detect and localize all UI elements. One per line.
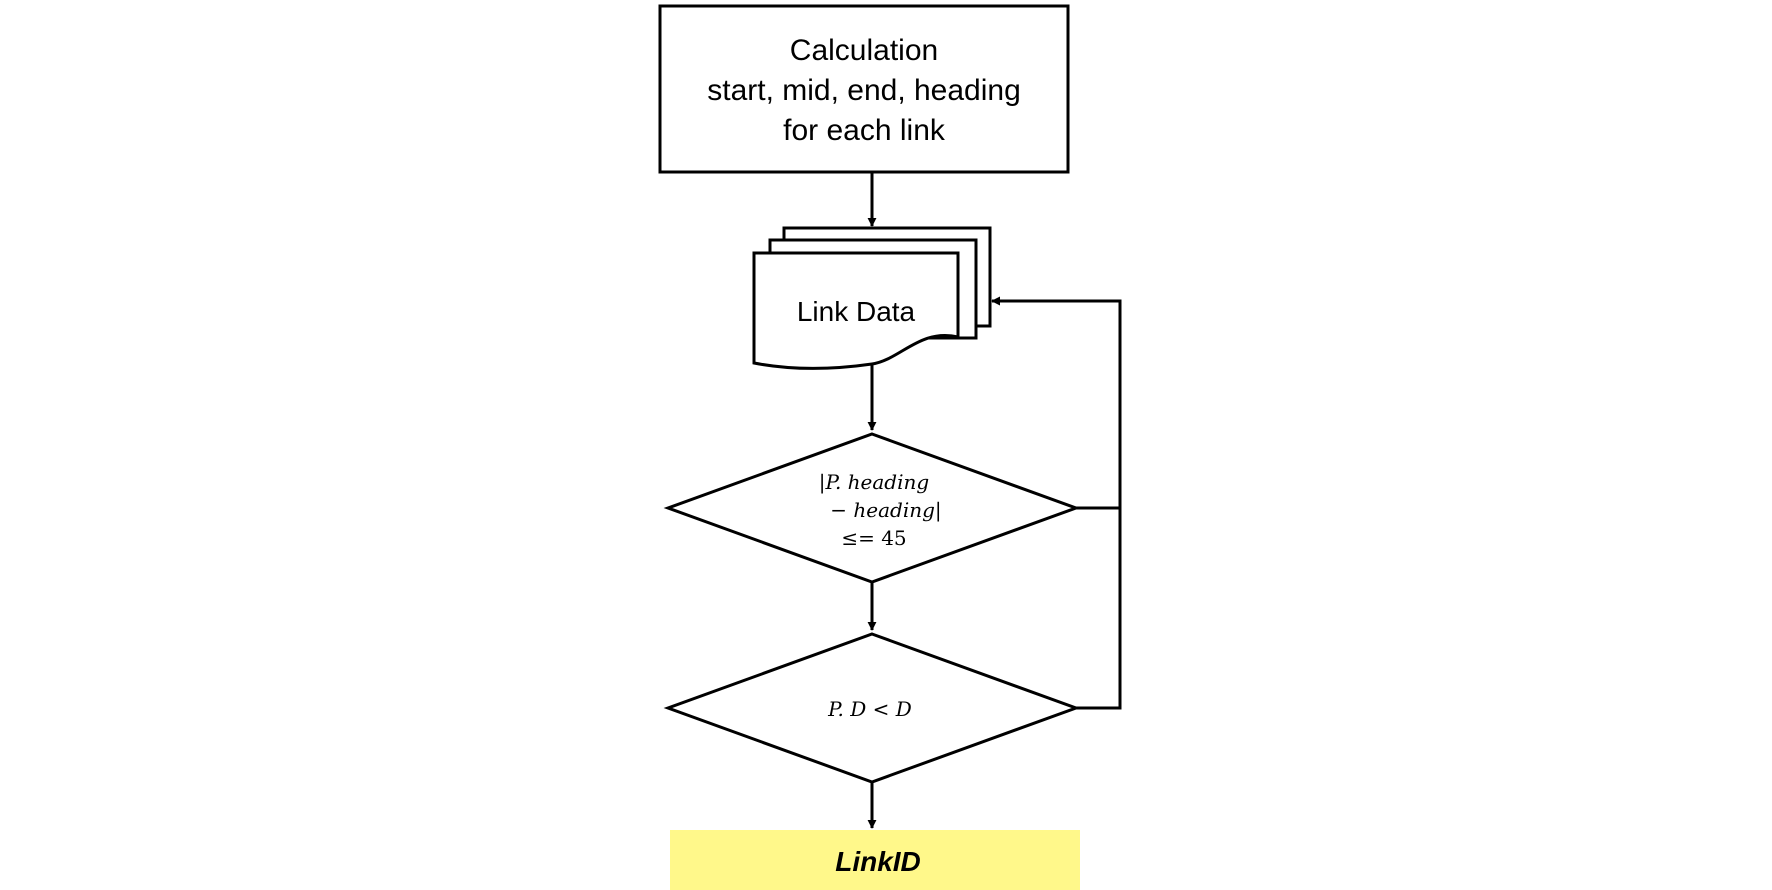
document-layer-front [752,251,960,370]
output-box [670,830,1080,890]
decision-heading-line-2: − heading| [830,498,941,523]
loop-from-distance-check [991,296,1122,710]
process-box-line-1: Calculation [790,34,938,67]
process-box-line-3: for each link [783,114,946,147]
decision-distance-label: P. D < D [827,697,912,721]
decision-heading-line-3: ≤= 45 [841,526,906,550]
document-stack [752,226,992,370]
output-label: LinkID [835,846,921,877]
decision-heading-line-1: |P. heading [819,470,929,495]
process-box [658,4,1070,174]
document-label: Link Data [797,296,916,327]
process-box-line-2: start, mid, end, heading [707,74,1021,107]
